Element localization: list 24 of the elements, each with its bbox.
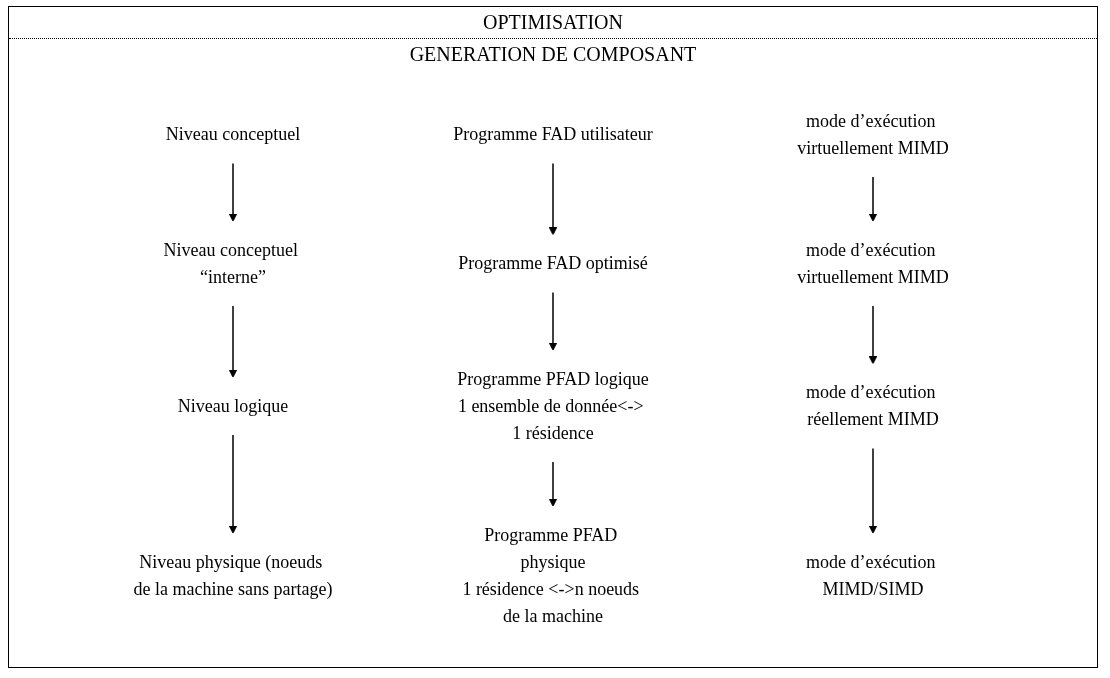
arrow: [868, 304, 878, 365]
arrow: [228, 162, 238, 222]
node-text: Programme FAD utilisateur: [453, 124, 653, 144]
node-text: Niveau logique: [177, 395, 289, 416]
arrow: [228, 304, 238, 378]
node-text: Niveau conceptuel “interne”: [163, 239, 298, 287]
arrow: [548, 162, 558, 236]
arrow: [868, 447, 878, 534]
node-text: mode d’exécution virtuellement MIMD: [797, 110, 949, 158]
node-text: Programme PFAD logique 1 ensemble de donnée<-> 1 résidence: [457, 368, 649, 443]
arrow: [548, 460, 558, 507]
arrow: [228, 433, 238, 534]
section-heading: GENERATION DE COMPOSANT: [409, 43, 697, 66]
section-heading: OPTIMISATION: [483, 11, 623, 34]
arrow: [868, 175, 878, 222]
node-text: mode d’exécution MIMD/SIMD: [806, 551, 936, 599]
node-text: Niveau physique (noeuds de la machine sans partage): [133, 551, 333, 599]
node-text: mode d’exécution réellement MIMD: [806, 382, 939, 429]
node-text: mode d’exécution virtuellement MIMD: [797, 239, 949, 287]
node-text: Programme FAD optimisé: [458, 253, 648, 273]
node-text: Programme PFAD physique 1 résidence <->n noeuds de la machine: [462, 524, 640, 626]
arrow: [548, 291, 558, 351]
node-text: Niveau conceptuel: [165, 124, 301, 144]
diagram-frame: OPTIMISATION GENERATION DE COMPOSANT Niveau conceptuel Programme FAD utilisateur mode d’exécution virtuellement MIMD Niveau conceptuel “interne” Programme FAD optimisé mode d’exécution virtuellement MIMD Niveau logique Programme PFAD logique 1 ensemble de donnée<-> 1 résidence mode d’exécution réellement MIMD Niveau physique (noeuds de la machine sans partage) Programme PFAD physique 1 résidence <->n noeuds de la machine mode d’exécution MIMD/SIMD: [8, 6, 1098, 668]
